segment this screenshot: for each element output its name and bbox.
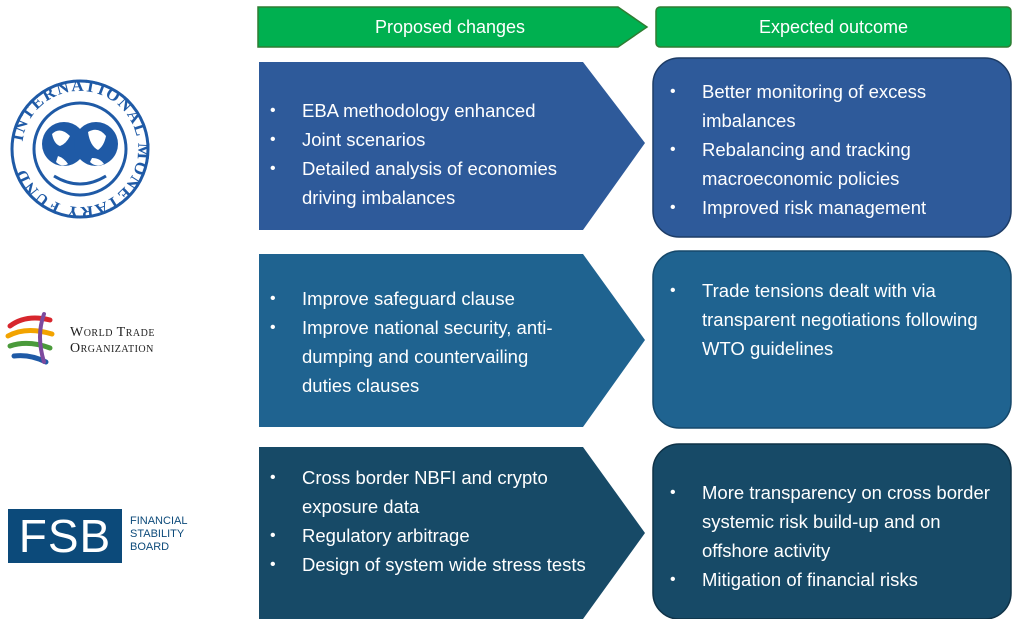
fsb-logo: FSB FINANCIAL STABILITY BOARD [8, 509, 208, 563]
wto-swoosh-icon [5, 312, 55, 365]
list-item: Mitigation of financial risks [662, 565, 992, 594]
fsb-acronym-box [8, 509, 122, 563]
row3-proposed-text: Cross border NBFI and crypto exposure da… [262, 463, 592, 579]
imf-logo: INTERNATIONAL MONETARY FUND [8, 78, 152, 220]
row2-expected-text: Trade tensions dealt with via transparen… [662, 276, 982, 363]
wto-name-line2: Organization [70, 341, 154, 356]
row1-expected-text: Better monitoring of excess imbalances R… [662, 77, 982, 222]
list-item: Regulatory arbitrage [262, 521, 592, 550]
globe-icon [42, 122, 118, 186]
list-item: More transparency on cross border system… [662, 478, 992, 565]
wto-logo: World Trade Organization [4, 308, 204, 368]
fsb-name-line3: BOARD [130, 541, 170, 553]
list-item: Joint scenarios [262, 125, 602, 154]
list-item: Design of system wide stress tests [262, 550, 592, 579]
header-proposed-shape [257, 6, 649, 48]
row1-proposed-text: EBA methodology enhanced Joint scenarios… [262, 96, 602, 212]
fsb-name-line2: STABILITY [130, 528, 185, 540]
list-item: Cross border NBFI and crypto exposure da… [262, 463, 592, 521]
list-item: Trade tensions dealt with via transparen… [662, 276, 982, 363]
list-item: Improve safeguard clause [262, 284, 582, 313]
row3-expected-text: More transparency on cross border system… [662, 478, 992, 594]
list-item: Rebalancing and tracking macroeconomic p… [662, 135, 982, 193]
header-proposed-label: Proposed changes [374, 16, 526, 37]
fsb-name-line1: FINANCIAL [130, 515, 188, 527]
list-item: Improved risk management [662, 193, 982, 222]
row2-proposed-text: Improve safeguard clause Improve nationa… [262, 284, 582, 400]
fsb-acronym: FSB [18, 510, 112, 562]
wto-name-line1: World Trade [70, 325, 155, 340]
list-item: EBA methodology enhanced [262, 96, 602, 125]
list-item: Detailed analysis of economies driving i… [262, 154, 602, 212]
list-item: Improve national security, anti-dumping … [262, 313, 582, 400]
header-expected-shape [655, 6, 1012, 48]
list-item: Better monitoring of excess imbalances [662, 77, 982, 135]
header-expected-label: Expected outcome [758, 16, 909, 37]
